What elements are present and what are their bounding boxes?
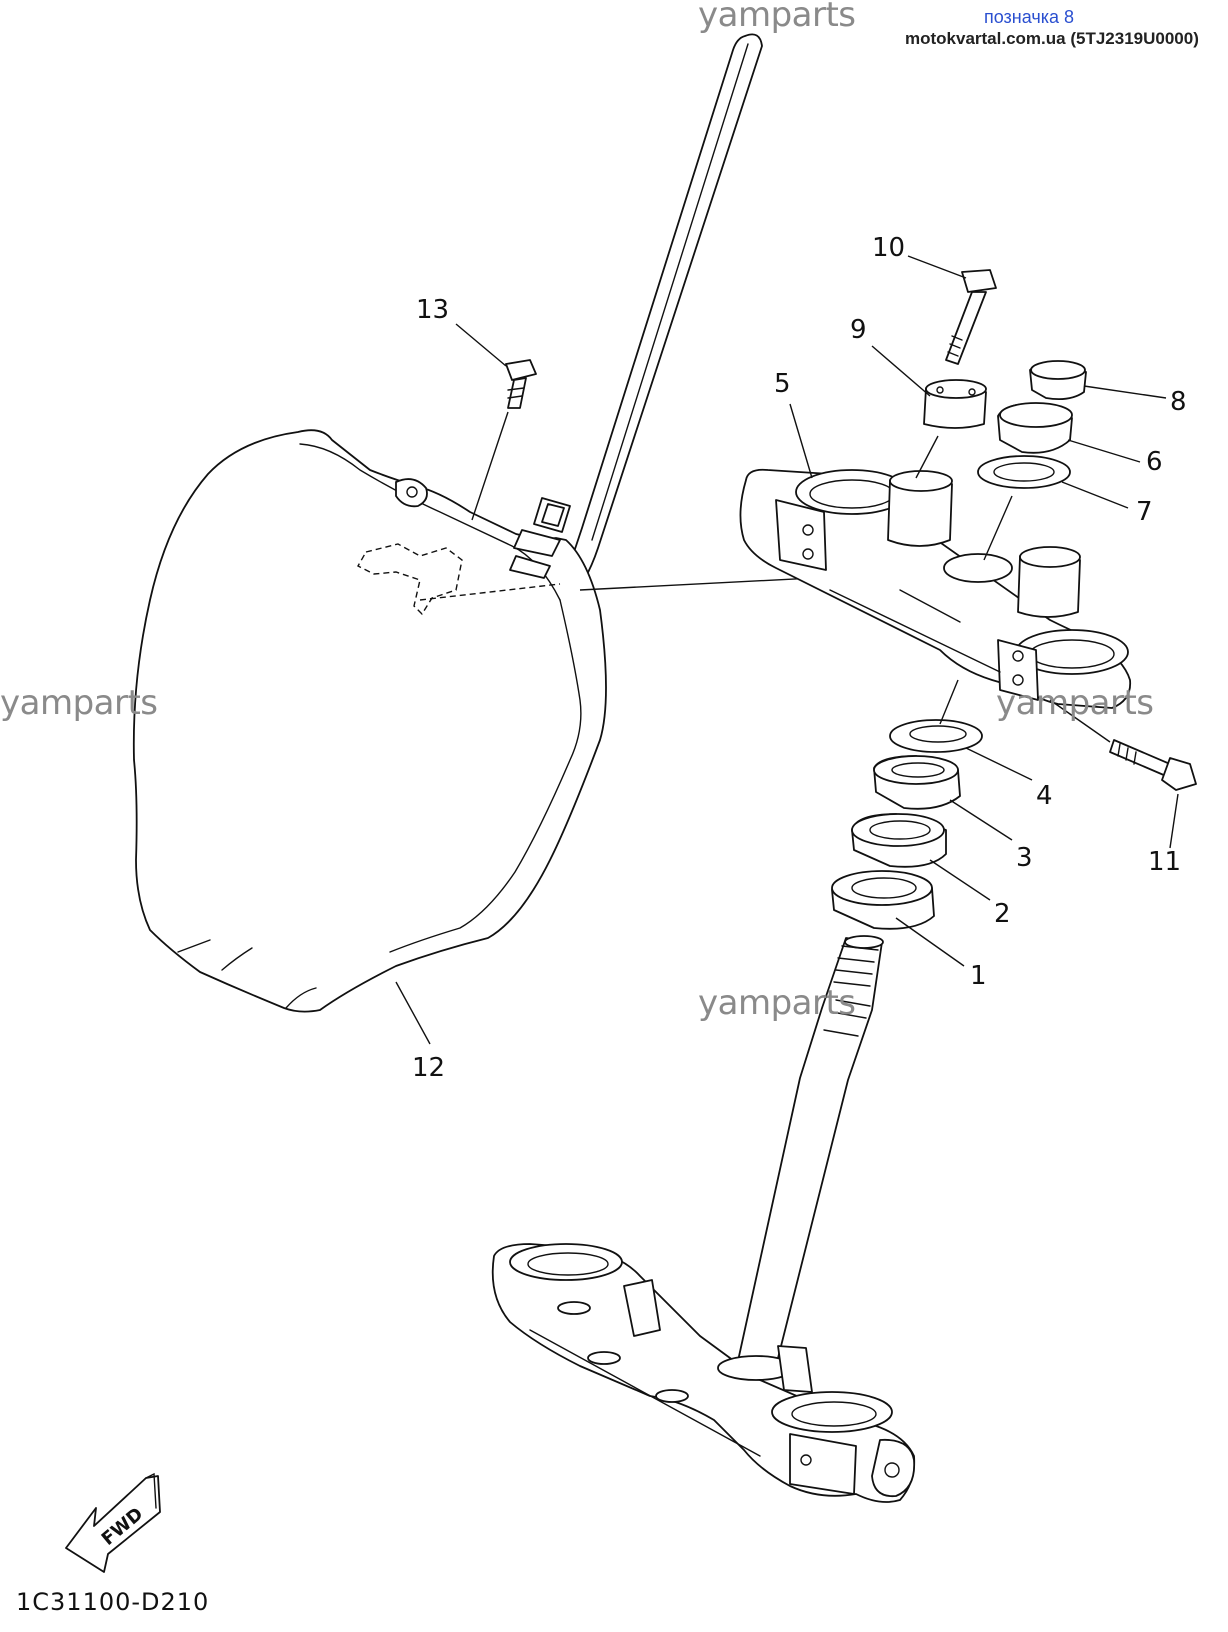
callout-4: 4 [1036,781,1053,811]
upper-bracket [739,468,1132,709]
callouts: 1 2 3 4 5 6 7 8 9 10 11 12 13 [395,233,1187,1083]
header-label: позначка 8 [984,7,1074,27]
diagram-code: 1C31100-D210 [16,1588,209,1616]
number-plate [132,33,763,1013]
cap-8 [1029,360,1087,401]
callout-13: 13 [416,295,449,325]
washer-7 [977,455,1071,489]
bolt-13 [505,359,537,409]
callout-2: 2 [994,899,1011,929]
callout-7: 7 [1136,497,1153,527]
callout-6: 6 [1146,447,1163,477]
callout-11: 11 [1148,847,1181,877]
callout-12: 12 [412,1053,445,1083]
fwd-arrow-icon: FWD [65,1472,161,1573]
callout-5: 5 [774,369,791,399]
bolt-11 [1109,739,1197,791]
callout-8: 8 [1170,387,1187,417]
washer-4 [889,719,983,753]
callout-1: 1 [970,961,987,991]
callout-9: 9 [850,315,867,345]
bolt-10 [945,269,997,365]
ring-nut-3 [873,755,961,810]
watermark-right: yamparts [996,683,1154,723]
watermark-top: yamparts [698,0,856,35]
bearing-1 [831,870,935,930]
lower-bracket [491,935,916,1503]
bearing-2 [851,813,947,868]
handlebar-holder-cap [923,379,987,429]
nut-6 [997,402,1073,454]
watermark-left: yamparts [0,683,158,723]
callout-3: 3 [1016,843,1033,873]
header-source: motokvartal.com.ua (5TJ2319U0000) [905,29,1199,48]
callout-10: 10 [872,233,905,263]
watermark-center: yamparts [698,983,856,1023]
